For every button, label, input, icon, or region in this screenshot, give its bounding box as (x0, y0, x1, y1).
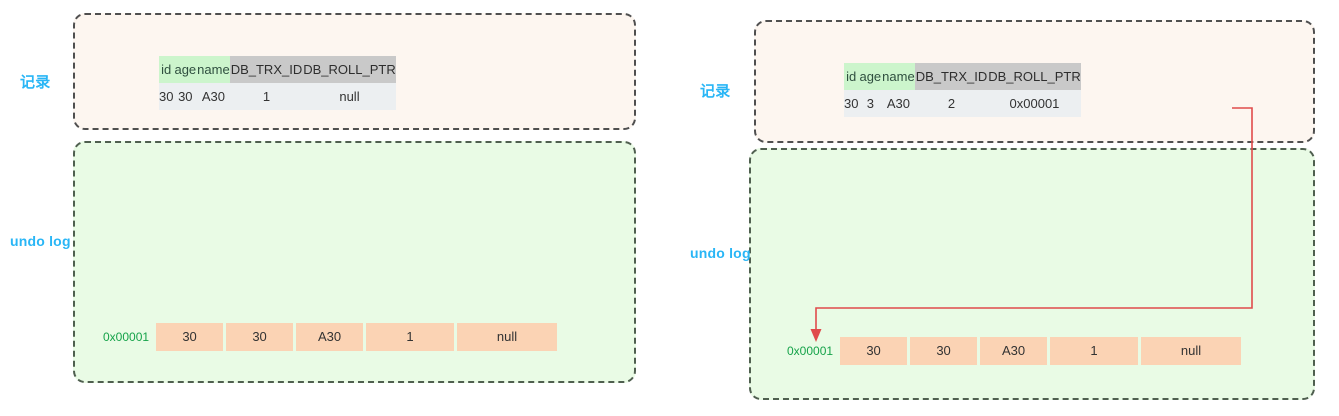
undo-cell-db-roll-ptr: null (1141, 337, 1242, 365)
undo-entry-right: 0x00001 30 30 A30 1 null (787, 337, 1242, 365)
undo-pointer-address: 0x00001 (787, 344, 834, 358)
record-label-right: 记录 (700, 83, 731, 100)
th-age: age (173, 55, 197, 83)
th-name: name (196, 55, 231, 83)
undo-cell-age: 30 (910, 337, 978, 365)
table-row: 30 30 A30 1 null (158, 82, 397, 110)
undo-cell-id: 30 (840, 337, 908, 365)
undo-log-label-left: undo log (10, 233, 71, 249)
th-id: id (158, 55, 174, 83)
td-age: 3 (858, 89, 882, 117)
undo-pointer-address: 0x00001 (103, 330, 150, 344)
td-db-roll-ptr: null (302, 82, 397, 110)
table-header-row: id age name DB_TRX_ID DB_ROLL_PTR (158, 55, 397, 83)
undo-cell-db-trx-id: 1 (366, 323, 455, 351)
th-db-roll-ptr: DB_ROLL_PTR (302, 55, 397, 83)
undo-cell-name: A30 (296, 323, 364, 351)
th-db-roll-ptr: DB_ROLL_PTR (987, 62, 1082, 90)
record-label-left: 记录 (20, 74, 51, 91)
undo-log-label-right: undo log (690, 245, 751, 261)
td-age: 30 (173, 82, 197, 110)
td-db-roll-ptr: 0x00001 (987, 89, 1082, 117)
undo-cell-age: 30 (226, 323, 294, 351)
record-table-left: id age name DB_TRX_ID DB_ROLL_PTR 30 30 … (158, 55, 397, 110)
td-name: A30 (196, 82, 231, 110)
td-id: 30 (158, 82, 174, 110)
undo-cell-name: A30 (980, 337, 1048, 365)
table-header-row: id age name DB_TRX_ID DB_ROLL_PTR (843, 62, 1082, 90)
th-db-trx-id: DB_TRX_ID (230, 55, 303, 83)
td-name: A30 (881, 89, 916, 117)
td-db-trx-id: 2 (915, 89, 988, 117)
table-row: 30 3 A30 2 0x00001 (843, 89, 1082, 117)
td-id: 30 (843, 89, 859, 117)
record-table-right: id age name DB_TRX_ID DB_ROLL_PTR 30 3 A… (843, 62, 1082, 117)
th-id: id (843, 62, 859, 90)
undo-cell-id: 30 (156, 323, 224, 351)
undo-cell-db-roll-ptr: null (457, 323, 558, 351)
undo-cell-db-trx-id: 1 (1050, 337, 1139, 365)
td-db-trx-id: 1 (230, 82, 303, 110)
undo-entry-cells: 30 30 A30 1 null (840, 337, 1242, 365)
undo-entry-left: 0x00001 30 30 A30 1 null (103, 323, 558, 351)
th-age: age (858, 62, 882, 90)
undo-entry-cells: 30 30 A30 1 null (156, 323, 558, 351)
th-db-trx-id: DB_TRX_ID (915, 62, 988, 90)
th-name: name (881, 62, 916, 90)
